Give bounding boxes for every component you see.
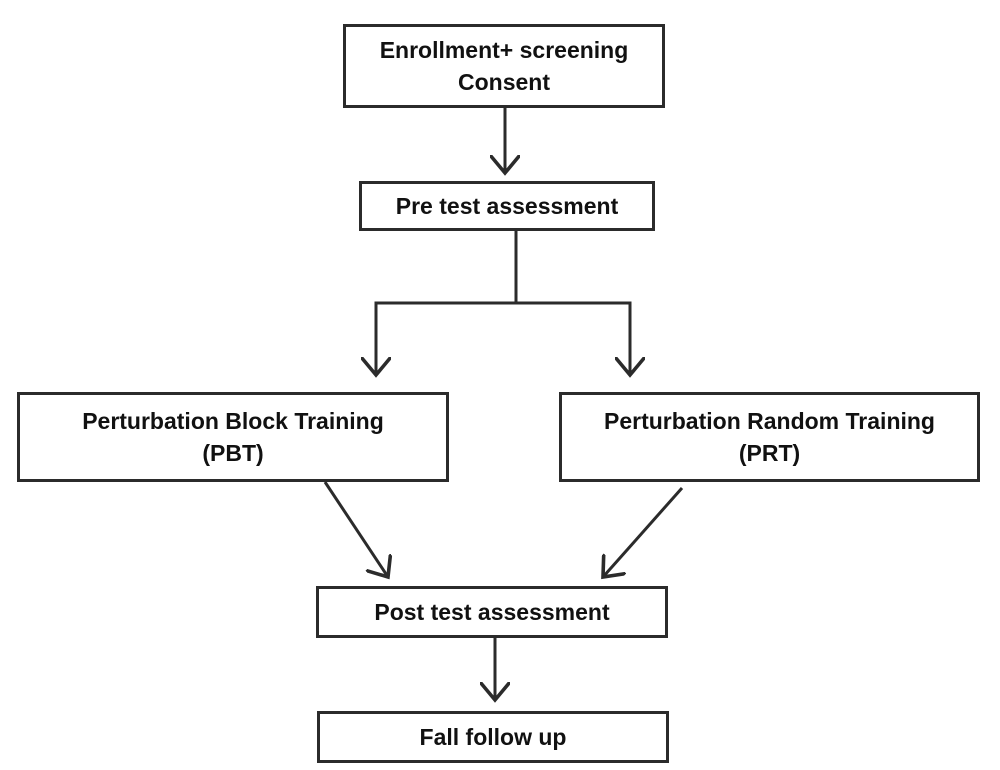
- branch-pretest-right: [516, 301, 630, 375]
- followup-box: Fall follow up: [317, 711, 669, 763]
- posttest-box: Post test assessment: [316, 586, 668, 638]
- pbt-line1: Perturbation Block Training: [82, 407, 384, 434]
- pretest-box: Pre test assessment: [359, 181, 655, 231]
- branch-pretest-split: [376, 231, 518, 375]
- arrow-pbt-to-posttest: [323, 481, 388, 577]
- posttest-label: Post test assessment: [374, 598, 610, 625]
- prt-line1: Perturbation Random Training: [604, 407, 935, 434]
- arrow-prt-to-posttest: [603, 487, 684, 577]
- prt-box: Perturbation Random Training (PRT): [559, 392, 980, 482]
- pbt-box: Perturbation Block Training (PBT): [17, 392, 449, 482]
- pbt-line2: (PBT): [202, 440, 264, 466]
- followup-label: Fall follow up: [419, 723, 567, 750]
- enrollment-box: Enrollment+ screening Consent: [343, 24, 665, 108]
- enrollment-line2: Consent: [458, 69, 550, 95]
- pretest-label: Pre test assessment: [395, 192, 619, 219]
- enrollment-line1: Enrollment+ screening: [379, 36, 629, 63]
- prt-line2: (PRT): [738, 440, 801, 466]
